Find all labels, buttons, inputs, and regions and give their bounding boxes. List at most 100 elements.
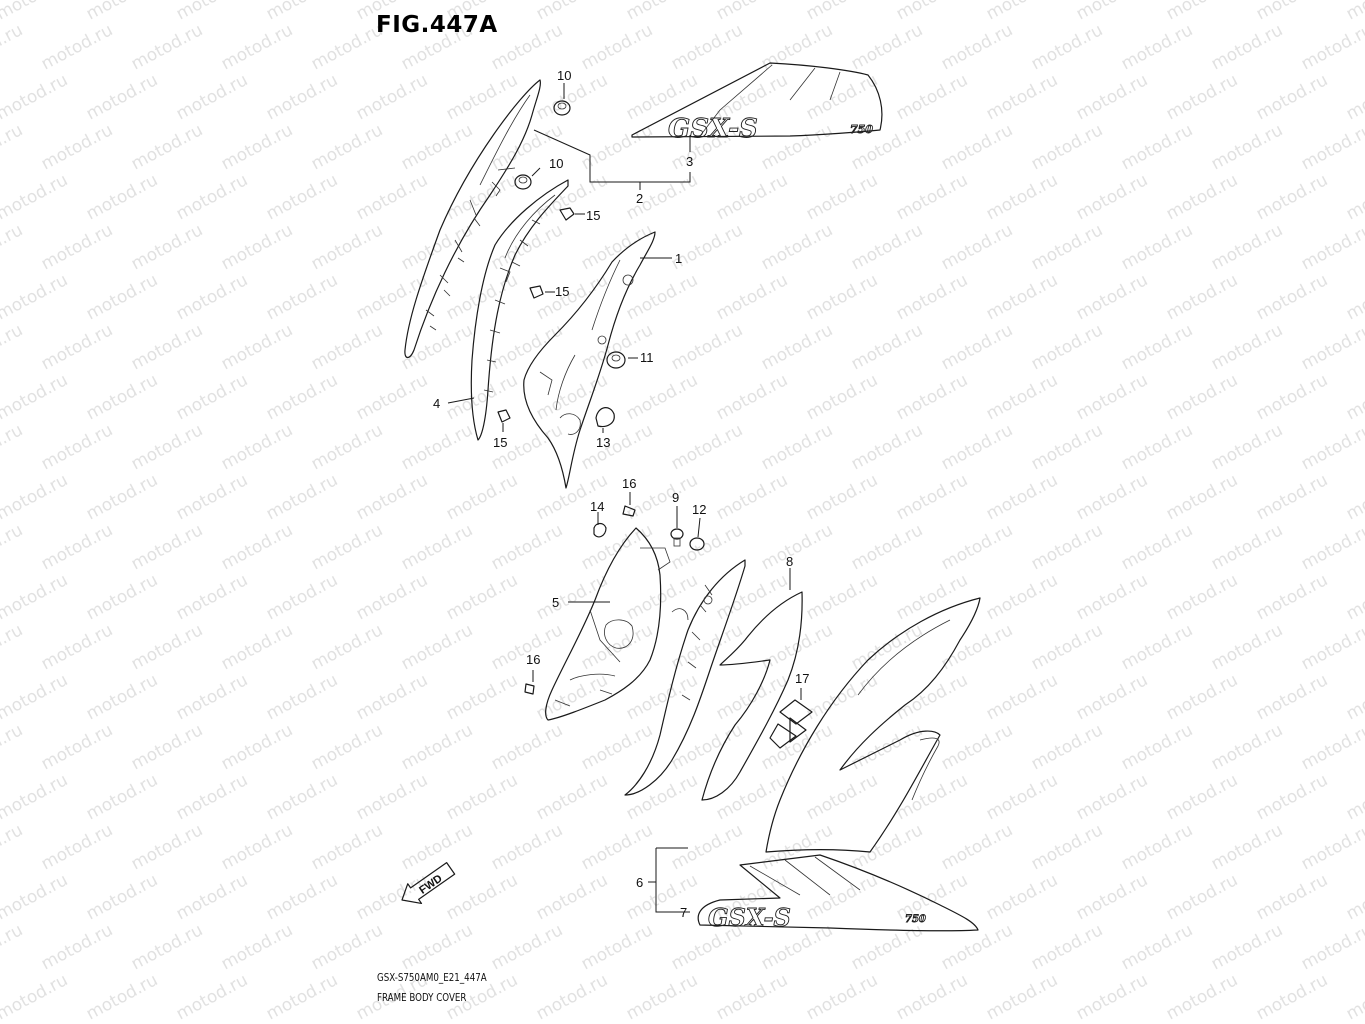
watermark-text: motod.ru	[893, 70, 971, 124]
watermark-text: motod.ru	[128, 120, 206, 174]
watermark-text: motod.ru	[353, 470, 431, 524]
model-code: GSX-S750AM0_E21_447A	[377, 972, 487, 984]
watermark-text: motod.ru	[1073, 970, 1151, 1024]
watermark-text: motod.ru	[1118, 820, 1196, 874]
watermark-text: motod.ru	[0, 720, 26, 774]
watermark-text: motod.ru	[1298, 720, 1365, 774]
watermark-text: motod.ru	[0, 170, 71, 224]
watermark-text: motod.ru	[1208, 820, 1286, 874]
watermark-text: motod.ru	[533, 570, 611, 624]
watermark-text: motod.ru	[173, 270, 251, 324]
watermark-text: motod.ru	[353, 170, 431, 224]
watermark-text: motod.ru	[488, 220, 566, 274]
watermark-text: motod.ru	[1343, 870, 1365, 924]
watermark-text: motod.ru	[713, 970, 791, 1024]
watermark-text: motod.ru	[1118, 420, 1196, 474]
callout-17: 17	[795, 671, 809, 686]
watermark-text: motod.ru	[353, 570, 431, 624]
watermark-text: motod.ru	[578, 920, 656, 974]
watermark-text: motod.ru	[0, 120, 26, 174]
watermark-text: motod.ru	[443, 270, 521, 324]
watermark-text: motod.ru	[0, 420, 26, 474]
watermark-text: motod.ru	[308, 20, 386, 74]
watermark-text: motod.ru	[668, 320, 746, 374]
watermark-text: motod.ru	[128, 220, 206, 274]
watermark-text: motod.ru	[1298, 20, 1365, 74]
watermark-text: motod.ru	[713, 170, 791, 224]
watermark-text: motod.ru	[623, 670, 701, 724]
watermark-text: motod.ru	[38, 420, 116, 474]
part-10-grommet-top	[553, 100, 571, 116]
watermark-text: motod.ru	[173, 770, 251, 824]
watermark-text: motod.ru	[38, 320, 116, 374]
watermark-text: motod.ru	[218, 120, 296, 174]
part-7-decal-lower: GSX-S 750	[697, 854, 979, 932]
watermark-text: motod.ru	[0, 370, 71, 424]
watermark-text: motod.ru	[0, 220, 26, 274]
watermark-text: motod.ru	[1343, 670, 1365, 724]
watermark-text: motod.ru	[1298, 520, 1365, 574]
watermark-text: motod.ru	[623, 170, 701, 224]
watermark-text: motod.ru	[623, 0, 701, 24]
watermark-text: motod.ru	[218, 720, 296, 774]
watermark-text: motod.ru	[623, 870, 701, 924]
watermark-text: motod.ru	[938, 520, 1016, 574]
watermark-text: motod.ru	[308, 720, 386, 774]
part-1-frame-cover	[523, 231, 656, 489]
watermark-text: motod.ru	[1073, 70, 1151, 124]
watermark-text: motod.ru	[83, 670, 161, 724]
watermark-text: motod.ru	[128, 820, 206, 874]
watermark-text: motod.ru	[758, 320, 836, 374]
watermark-text: motod.ru	[758, 1020, 836, 1024]
watermark-text: motod.ru	[1028, 520, 1106, 574]
watermark-text: motod.ru	[218, 620, 296, 674]
watermark-text: motod.ru	[983, 970, 1061, 1024]
watermark-text: motod.ru	[308, 520, 386, 574]
watermark-text: motod.ru	[803, 70, 881, 124]
watermark-text: motod.ru	[848, 920, 926, 974]
watermark-text: motod.ru	[1118, 920, 1196, 974]
watermark-text: motod.ru	[803, 870, 881, 924]
watermark-text: motod.ru	[623, 970, 701, 1024]
watermark-text: motod.ru	[353, 370, 431, 424]
watermark-text: motod.ru	[983, 870, 1061, 924]
watermark-text: motod.ru	[488, 520, 566, 574]
watermark-text: motod.ru	[0, 1020, 26, 1024]
watermark-text: motod.ru	[1118, 220, 1196, 274]
watermark-text: motod.ru	[938, 1020, 1016, 1024]
watermark-text: motod.ru	[0, 470, 71, 524]
watermark-text: motod.ru	[983, 170, 1061, 224]
watermark-text: motod.ru	[443, 670, 521, 724]
watermark-text: motod.ru	[983, 70, 1061, 124]
watermark-text: motod.ru	[83, 570, 161, 624]
watermark-text: motod.ru	[1208, 320, 1286, 374]
watermark-text: motod.ru	[38, 720, 116, 774]
watermark-text: motod.ru	[443, 170, 521, 224]
watermark-text: motod.ru	[398, 420, 476, 474]
watermark-text: motod.ru	[533, 770, 611, 824]
part-4-inner-trim	[470, 179, 569, 441]
watermark-text: motod.ru	[1343, 170, 1365, 224]
watermark-text: motod.ru	[1343, 570, 1365, 624]
watermark-text: motod.ru	[803, 470, 881, 524]
watermark-text: motod.ru	[668, 20, 746, 74]
watermark-text: motod.ru	[893, 270, 971, 324]
part-11-grommet	[606, 351, 626, 369]
watermark-text: motod.ru	[758, 820, 836, 874]
watermark-text: motod.ru	[1253, 70, 1331, 124]
watermark-text: motod.ru	[128, 1020, 206, 1024]
watermark-text: motod.ru	[578, 320, 656, 374]
callout-1: 1	[675, 251, 682, 266]
watermark-text: motod.ru	[1073, 870, 1151, 924]
watermark-text: motod.ru	[83, 170, 161, 224]
watermark-text: motod.ru	[668, 520, 746, 574]
watermark-text: motod.ru	[578, 720, 656, 774]
watermark-text: motod.ru	[0, 70, 71, 124]
watermark-text: motod.ru	[0, 870, 71, 924]
watermark-text: motod.ru	[1073, 270, 1151, 324]
watermark-text: motod.ru	[1118, 1020, 1196, 1024]
watermark-text: motod.ru	[668, 1020, 746, 1024]
watermark-text: motod.ru	[218, 420, 296, 474]
watermark-text: motod.ru	[1073, 170, 1151, 224]
